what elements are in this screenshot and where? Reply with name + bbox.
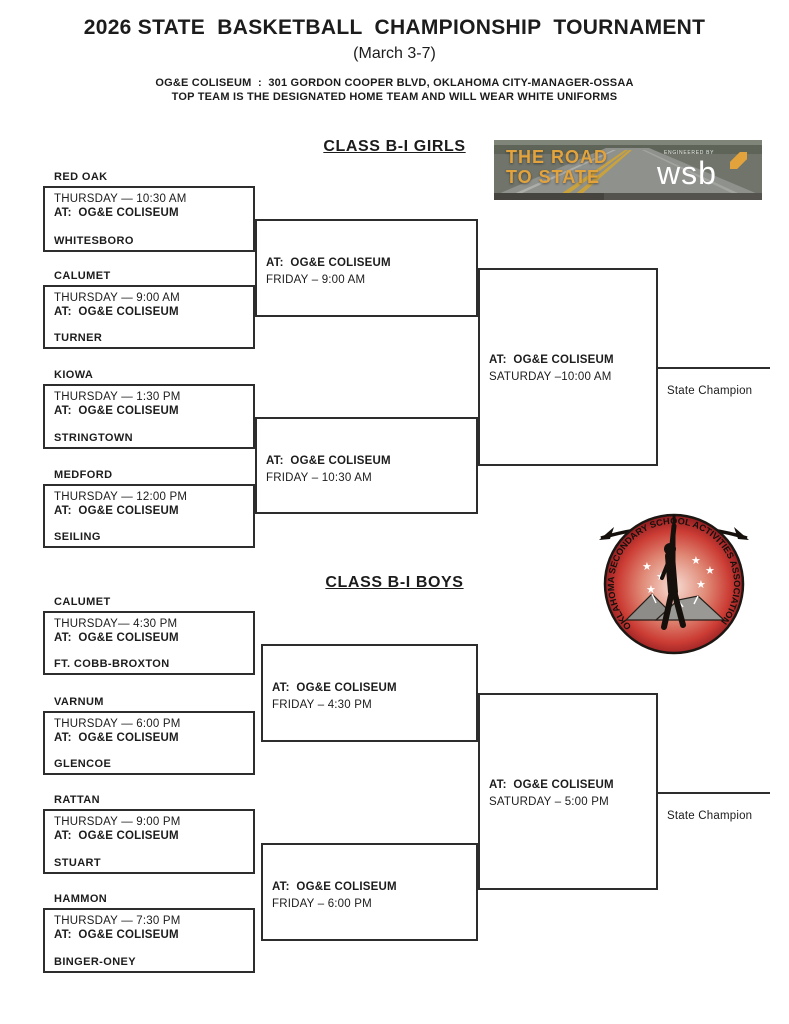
boys-champion-line — [658, 792, 770, 794]
team-name: MEDFORD — [54, 469, 113, 481]
ossaa-seal: OKLAHOMA SECONDARY SCHOOL ACTIVITIES ASS… — [599, 513, 749, 655]
game-venue: AT: OG&E COLISEUM — [266, 257, 391, 269]
game-time: SATURDAY –10:00 AM — [489, 371, 612, 383]
game-venue: AT: OG&E COLISEUM — [54, 405, 179, 417]
team-name: CALUMET — [54, 596, 111, 608]
boys-match-3: RATTAN THURSDAY — 9:00 PM AT: OG&E COLIS… — [43, 794, 255, 874]
game-venue: AT: OG&E COLISEUM — [266, 455, 391, 467]
game-venue: AT: OG&E COLISEUM — [54, 505, 179, 517]
game-venue: AT: OG&E COLISEUM — [272, 682, 397, 694]
svg-text:★: ★ — [705, 564, 715, 577]
game-time: THURSDAY — 12:00 PM — [54, 491, 188, 503]
team-name: VARNUM — [54, 696, 104, 708]
boys-champion-label: State Champion — [667, 810, 753, 822]
game-time: THURSDAY — 6:00 PM — [54, 718, 181, 730]
game-venue: AT: OG&E COLISEUM — [54, 306, 179, 318]
svg-text:★: ★ — [691, 554, 701, 567]
game-time: SATURDAY – 5:00 PM — [489, 796, 609, 808]
team-name: STUART — [54, 857, 102, 869]
game-venue: AT: OG&E COLISEUM — [54, 830, 179, 842]
uniform-note: TOP TEAM IS THE DESIGNATED HOME TEAM AND… — [171, 91, 618, 103]
team-name: CALUMET — [54, 270, 111, 282]
girls-bracket-heading: CLASS B-I GIRLS — [323, 138, 466, 155]
game-venue: AT: OG&E COLISEUM — [54, 207, 179, 219]
game-time: FRIDAY – 9:00 AM — [266, 274, 366, 286]
game-time: FRIDAY – 4:30 PM — [272, 699, 372, 711]
boys-bracket-heading: CLASS B-I BOYS — [325, 574, 464, 591]
team-name: STRINGTOWN — [54, 432, 133, 444]
game-time: THURSDAY — 9:00 PM — [54, 816, 181, 828]
date-subtitle: (March 3-7) — [353, 45, 436, 62]
game-time: FRIDAY – 6:00 PM — [272, 898, 372, 910]
page-title: 2026 STATE BASKETBALL CHAMPIONSHIP TOURN… — [83, 16, 706, 39]
girls-match-2: CALUMET THURSDAY — 9:00 AM AT: OG&E COLI… — [43, 270, 255, 349]
boys-semifinal-1: AT: OG&E COLISEUM FRIDAY – 4:30 PM — [261, 644, 478, 742]
banner-line1: THE ROAD — [506, 147, 608, 167]
game-venue: AT: OG&E COLISEUM — [489, 354, 614, 366]
team-name: GLENCOE — [54, 758, 112, 770]
seal-mountains — [624, 593, 726, 621]
game-venue: AT: OG&E COLISEUM — [489, 779, 614, 791]
team-name: FT. COBB-BROXTON — [54, 658, 170, 670]
team-name: KIOWA — [54, 369, 94, 381]
wsb-logo: wsb — [657, 155, 717, 191]
seal-archer-figure — [660, 514, 686, 630]
girls-final: AT: OG&E COLISEUM SATURDAY –10:00 AM — [478, 268, 658, 466]
boys-final: AT: OG&E COLISEUM SATURDAY – 5:00 PM — [478, 693, 658, 890]
girls-champion-label: State Champion — [667, 385, 753, 397]
girls-match-4: MEDFORD THURSDAY — 12:00 PM AT: OG&E COL… — [43, 469, 255, 548]
road-photo-graphic — [494, 140, 762, 200]
svg-text:★: ★ — [642, 560, 652, 573]
team-name: RATTAN — [54, 794, 100, 806]
boys-semifinal-2: AT: OG&E COLISEUM FRIDAY – 6:00 PM — [261, 843, 478, 941]
game-time: THURSDAY — 10:30 AM — [54, 193, 187, 205]
game-time: THURSDAY — 7:30 PM — [54, 915, 181, 927]
team-name: WHITESBORO — [54, 235, 134, 247]
team-name: TURNER — [54, 332, 103, 344]
girls-semifinal-2: AT: OG&E COLISEUM FRIDAY – 10:30 AM — [255, 417, 478, 514]
boys-match-1: CALUMET THURSDAY— 4:30 PM AT: OG&E COLIS… — [43, 596, 255, 675]
banner-line2: TO STATE — [506, 167, 601, 187]
game-venue: AT: OG&E COLISEUM — [54, 732, 179, 744]
girls-match-1: RED OAK THURSDAY — 10:30 AM AT: OG&E COL… — [43, 171, 255, 252]
venue-note: OG&E COLISEUM : 301 GORDON COOPER BLVD, … — [155, 77, 634, 89]
girls-semifinal-1: AT: OG&E COLISEUM FRIDAY – 9:00 AM — [255, 219, 478, 317]
team-name: RED OAK — [54, 171, 108, 183]
svg-text:★: ★ — [646, 583, 656, 596]
boys-match-2: VARNUM THURSDAY — 6:00 PM AT: OG&E COLIS… — [43, 696, 255, 775]
game-time: THURSDAY — 9:00 AM — [54, 292, 180, 304]
engineered-by-label: ENGINEERED BY — [664, 150, 715, 156]
team-name: BINGER-ONEY — [54, 956, 137, 968]
team-name: SEILING — [54, 531, 101, 543]
game-venue: AT: OG&E COLISEUM — [54, 632, 179, 644]
girls-champion-line — [658, 367, 770, 369]
svg-text:★: ★ — [696, 578, 706, 591]
boys-match-4: HAMMON THURSDAY — 7:30 PM AT: OG&E COLIS… — [43, 893, 255, 973]
game-time: THURSDAY — 1:30 PM — [54, 391, 181, 403]
game-time: FRIDAY – 10:30 AM — [266, 472, 372, 484]
game-time: THURSDAY— 4:30 PM — [54, 618, 178, 630]
game-venue: AT: OG&E COLISEUM — [54, 929, 179, 941]
game-venue: AT: OG&E COLISEUM — [272, 881, 397, 893]
team-name: HAMMON — [54, 893, 108, 905]
girls-match-3: KIOWA THURSDAY — 1:30 PM AT: OG&E COLISE… — [43, 369, 255, 449]
